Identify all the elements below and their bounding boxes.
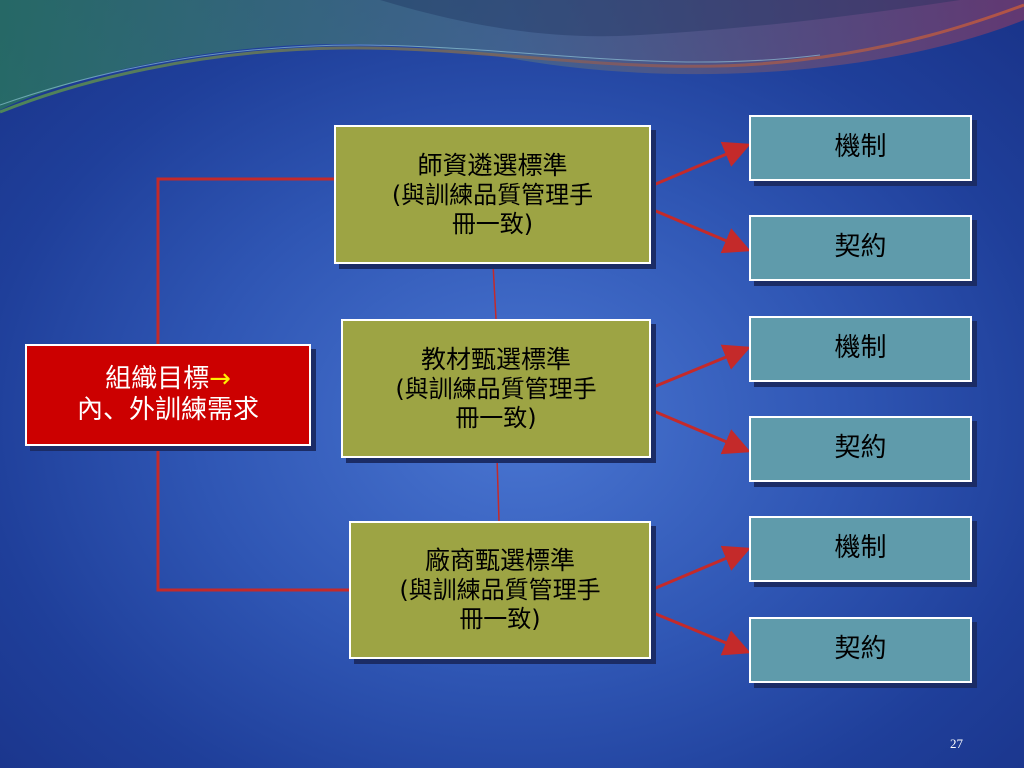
result-box-mechanism-1: 機制 [749, 115, 972, 181]
result-label: 契約 [834, 634, 887, 665]
result-box-contract-1: 契約 [749, 215, 972, 281]
arrow-to-result-1 [650, 141, 751, 188]
goal-title-row: 組織目標→ [105, 364, 231, 395]
criteria-subtitle: (與訓練品質管理手 [395, 374, 597, 403]
arrow-to-result-3 [650, 344, 751, 390]
criteria-subtitle-2: 冊一致) [455, 403, 537, 432]
result-box-mechanism-2: 機制 [749, 316, 972, 382]
arrow-to-result-6 [650, 610, 751, 656]
result-box-contract-2: 契約 [749, 416, 972, 482]
arrow-to-result-2 [650, 207, 751, 254]
criteria-subtitle: (與訓練品質管理手 [391, 180, 594, 209]
criteria-box-material: 教材甄選標準 (與訓練品質管理手 冊一致) [341, 319, 651, 458]
result-box-mechanism-3: 機制 [749, 516, 972, 582]
criteria-subtitle-2: 冊一致) [459, 605, 541, 633]
link-criteria-1-2 [492, 263, 497, 320]
goal-title: 組織目標 [105, 363, 210, 394]
criteria-box-vendor: 廠商甄選標準 (與訓練品質管理手 冊一致) [349, 521, 651, 659]
result-label: 契約 [834, 232, 887, 263]
arrow-right-icon: → [209, 363, 231, 394]
result-label: 契約 [834, 433, 887, 464]
goal-box: 組織目標→ 內、外訓練需求 [25, 344, 311, 446]
result-label: 機制 [834, 132, 887, 163]
criteria-title: 師資遴選標準 [417, 150, 568, 180]
criteria-title: 教材甄選標準 [420, 344, 571, 374]
link-criteria-2-3 [496, 457, 500, 522]
criteria-title: 廠商甄選標準 [424, 546, 575, 576]
arrow-to-result-4 [650, 408, 751, 455]
result-label: 機制 [834, 333, 887, 364]
result-label: 機制 [834, 533, 887, 564]
result-box-contract-3: 契約 [749, 617, 972, 683]
criteria-subtitle: (與訓練品質管理手 [399, 576, 601, 605]
page-number: 27 [950, 736, 963, 751]
goal-subtitle: 內、外訓練需求 [76, 395, 259, 425]
criteria-subtitle-2: 冊一致) [451, 209, 534, 238]
criteria-box-teacher: 師資遴選標準 (與訓練品質管理手 冊一致) [334, 125, 651, 264]
arrow-to-result-5 [650, 545, 751, 592]
